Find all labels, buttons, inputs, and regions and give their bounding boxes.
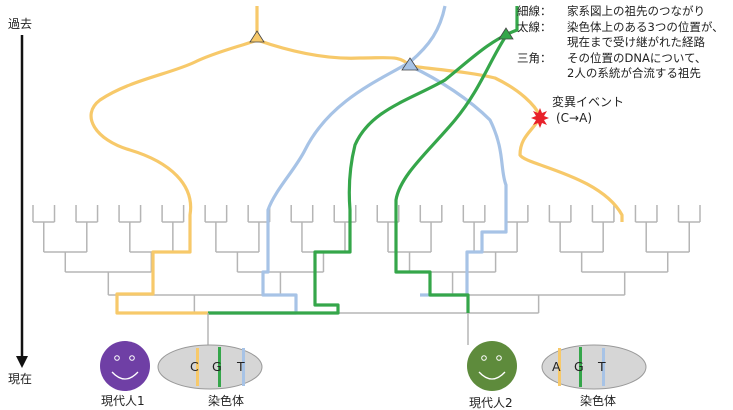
legend: 細線： 家系図上の祖先のつながり 太線： 染色体上のある3つの位置が、 現在まで受け… [517, 4, 724, 82]
person2-chromosome-label: 染色体 [580, 394, 617, 408]
person1-smile [111, 371, 139, 380]
person1-label: 現代人1 [101, 394, 145, 408]
legend-thin-key: 細線： [517, 4, 552, 18]
legend-triangle-text-1: その位置のDNAについて、 [567, 50, 707, 65]
person1-avatar [100, 341, 150, 391]
yellow-lineage-right [256, 38, 624, 222]
blue-lineage-right [409, 64, 508, 297]
mutation-label-2: (C→A) [556, 111, 593, 125]
person2-eye-left [481, 355, 487, 361]
person1-chromosome-yellow-band [196, 348, 199, 386]
person1-base-3: T [237, 359, 245, 374]
time-axis-arrowhead [16, 356, 28, 368]
legend-triangle-key: 三角： [517, 50, 552, 65]
person1-base-1: C [190, 359, 199, 374]
yellow-lineage-path [89, 6, 259, 315]
person1-chromosome-label: 染色体 [208, 394, 245, 408]
person1-chromosome [157, 344, 263, 390]
person1-base-2: G [212, 359, 222, 374]
person2-smile [478, 371, 506, 380]
mutation-star-icon [531, 108, 549, 128]
legend-thin-text: 家系図上の祖先のつながり [567, 4, 705, 18]
person1-eye-left [114, 355, 120, 361]
mutation-label-1: 変異イベント [552, 95, 625, 109]
blue-lineage-path [208, 5, 447, 315]
legend-thick-key: 太線： [517, 19, 552, 34]
family-tree-thin-lines [32, 205, 701, 314]
coalescent-triangle-yellow [249, 30, 265, 43]
legend-thick-text-2: 現在まで受け継がれた経路 [567, 35, 705, 49]
person2-chromosome-blue-band [602, 348, 605, 386]
person2-avatar [467, 341, 517, 391]
person2-chromosome [541, 344, 647, 390]
coalescent-triangle-green [498, 27, 514, 40]
person2-base-1: A [552, 359, 561, 374]
legend-triangle-text-2: 2人の系統が合流する祖先 [567, 66, 701, 80]
person2-chromosome-green-band [579, 347, 582, 387]
person1-eye-right [129, 355, 135, 361]
coalescent-triangle-blue [401, 57, 419, 71]
green-lineage-right [394, 35, 508, 313]
legend-thick-text-1: 染色体上のある3つの位置が、 [567, 19, 724, 34]
person2-base-2: G [574, 359, 584, 374]
person2-chromosome-yellow-band [558, 348, 561, 386]
person2-base-3: T [598, 359, 606, 374]
green-lineage-path [208, 6, 519, 315]
present-label: 現在 [8, 372, 33, 386]
past-label: 過去 [8, 17, 33, 31]
person2-eye-right [496, 355, 502, 361]
person1-chromosome-green-band [218, 347, 221, 387]
person2-label: 現代人2 [469, 396, 513, 410]
person1-chromosome-blue-band [242, 348, 245, 386]
